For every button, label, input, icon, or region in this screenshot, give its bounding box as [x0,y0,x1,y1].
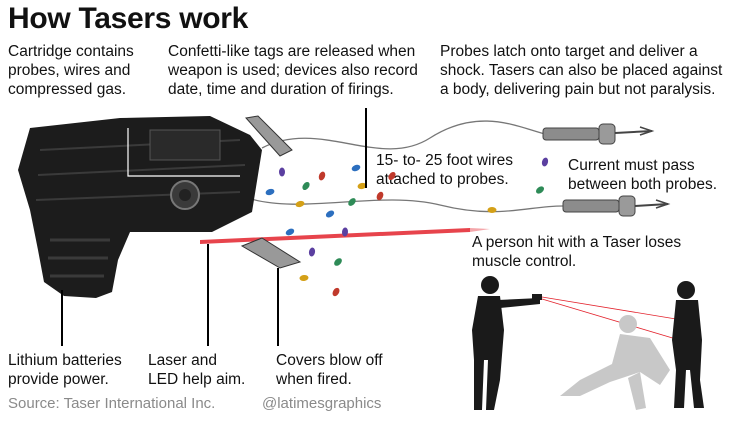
falling-figure [560,315,670,410]
taser-body [18,116,262,298]
label-laser: Laser and LED help aim. [148,352,246,388]
target-figure [672,281,704,408]
confetti-tag [332,287,340,297]
label-cartridge: Cartridge contains probes, wires and com… [8,43,134,98]
label-probes: Probes latch onto target and deliver a s… [440,43,723,98]
label-batteries: Lithium batteries provide power. [8,352,122,388]
confetti-tag [376,191,384,201]
label-confetti: Confetti-like tags are released when wea… [168,43,418,98]
upper-probe [542,123,655,145]
confetti-tag [536,186,544,194]
confetti-tag [351,164,361,172]
officer-figure [472,276,542,410]
confetti-tag [388,171,396,181]
confetti-tag [265,188,275,196]
label-covers: Covers blow off when fired. [276,352,383,388]
page-title: How Tasers work [8,2,249,35]
lower-wire [247,197,566,213]
confetti-tag [299,274,309,282]
cover-top [245,115,293,157]
confetti-tags [265,157,549,297]
laser-beam [200,228,470,244]
confetti-tag [295,200,305,208]
confetti-tag [285,228,295,236]
confetti-tag [308,247,316,257]
lower-probe [562,195,671,217]
confetti-tag [357,182,367,190]
upper-wire [261,120,546,150]
confetti-tag [541,157,549,167]
source-note: Source: Taser International Inc. [8,395,216,412]
confetti-tag [334,258,342,266]
cover-bottom [240,237,302,269]
label-current: Current must pass between both probes. [568,157,718,193]
confetti-tag [487,206,497,214]
confetti-tag [341,227,349,237]
confetti-tag [348,198,356,206]
confetti-tag [325,210,335,218]
confetti-tag [279,167,285,177]
credit-note: @latimesgraphics [262,395,382,412]
confetti-tag [302,181,310,191]
confetti-tag [318,171,326,181]
label-person: A person hit with a Taser loses muscle c… [472,234,682,270]
